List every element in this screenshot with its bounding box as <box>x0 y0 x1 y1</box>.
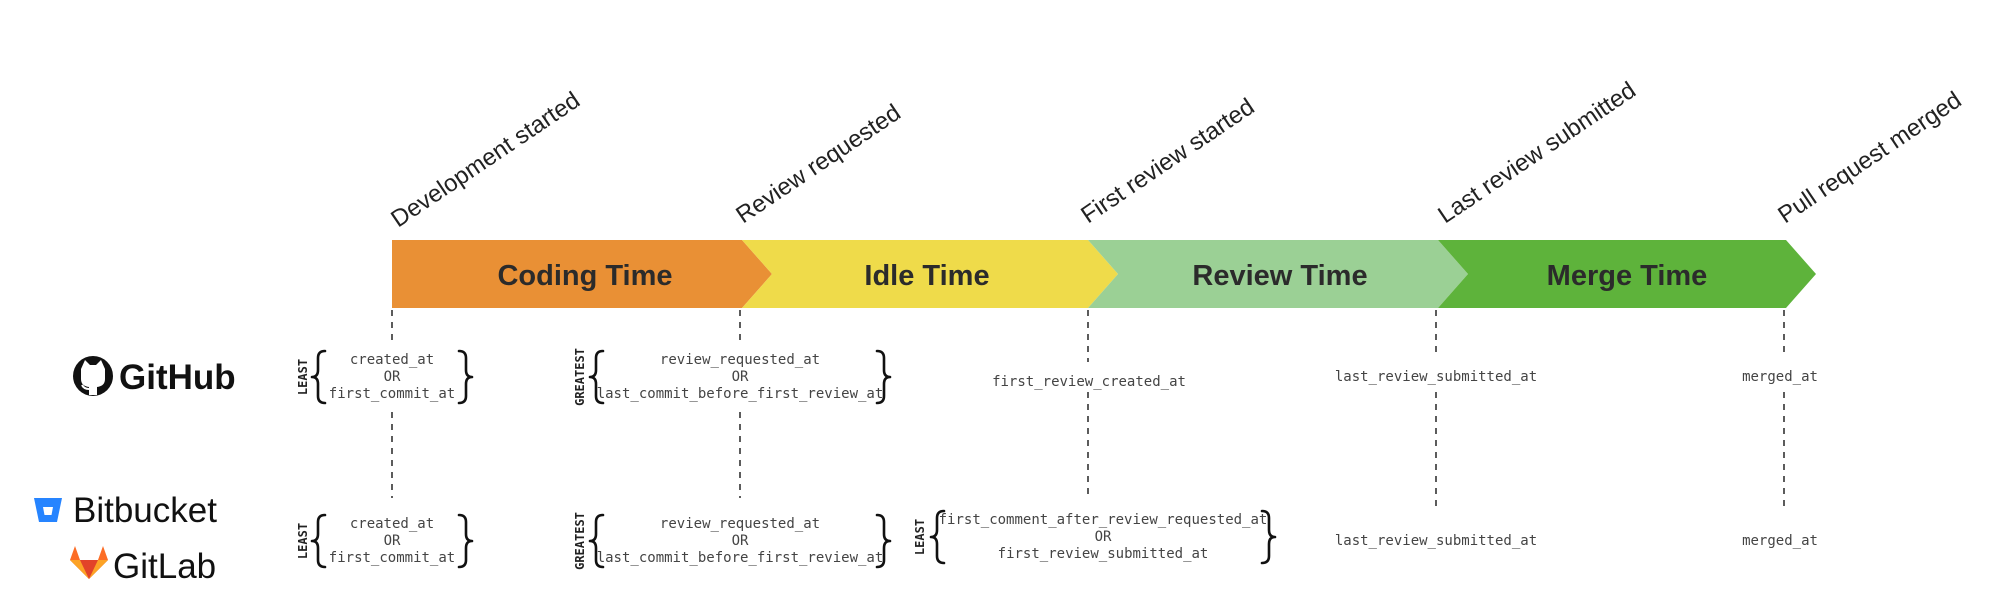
bitbucket-wordmark: Bitbucket <box>73 491 217 530</box>
milestone-labels: Development started Review requested Fir… <box>386 77 1966 233</box>
milestone-development-started: Development started <box>386 87 585 233</box>
github-dev-started-field-1: created_at <box>350 352 434 368</box>
bbgl-review-requested-or: OR <box>732 533 749 549</box>
github-logo: GitHub <box>73 356 236 397</box>
bbgl-dev-started-function: LEAST <box>296 523 310 559</box>
bbgl-merged-field: merged_at <box>1742 533 1818 549</box>
github-dev-started-function: LEAST <box>296 359 310 395</box>
bitbucket-gitlab-row: LEAST created_at OR first_commit_at GREA… <box>296 509 1818 570</box>
brace-open <box>588 349 605 405</box>
github-last-review-field: last_review_submitted_at <box>1335 369 1537 385</box>
phase-coding-time <box>392 240 772 308</box>
brace-open <box>310 349 327 405</box>
brace-close <box>1260 509 1277 565</box>
bitbucket-logo: Bitbucket <box>34 491 217 530</box>
phase-label-review-time: Review Time <box>1192 260 1367 292</box>
bbgl-review-requested-function: GREATEST <box>573 512 587 570</box>
brace-close <box>457 349 474 405</box>
github-icon <box>73 356 113 396</box>
brace-close <box>875 513 892 569</box>
github-first-review-field: first_review_created_at <box>992 374 1186 390</box>
github-review-requested-or: OR <box>732 369 749 385</box>
gitlab-logo: GitLab <box>70 546 216 586</box>
milestone-review-requested: Review requested <box>731 99 905 229</box>
phase-label-idle-time: Idle Time <box>864 260 989 292</box>
bbgl-last-review-field: last_review_submitted_at <box>1335 533 1537 549</box>
github-dev-started-field-2: first_commit_at <box>329 386 455 402</box>
phase-merge-time <box>1438 240 1816 308</box>
github-review-requested-field-2: last_commit_before_first_review_at <box>597 386 884 402</box>
bbgl-dev-started-field-2: first_commit_at <box>329 550 455 566</box>
phase-label-coding-time: Coding Time <box>497 260 672 292</box>
brace-open <box>310 513 327 569</box>
bitbucket-icon <box>34 498 62 522</box>
bbgl-dev-started-or: OR <box>384 533 401 549</box>
bbgl-first-review-field-2: first_review_submitted_at <box>998 546 1209 562</box>
github-review-requested-function: GREATEST <box>573 348 587 406</box>
github-dev-started-or: OR <box>384 369 401 385</box>
milestone-pull-request-merged: Pull request merged <box>1773 86 1966 228</box>
brace-open <box>588 513 605 569</box>
github-wordmark: GitHub <box>119 358 236 397</box>
bbgl-dev-started-field-1: created_at <box>350 516 434 532</box>
milestone-last-review-submitted: Last review submitted <box>1433 77 1641 229</box>
milestone-connectors <box>391 310 1785 512</box>
bbgl-review-requested-field-1: review_requested_at <box>660 516 820 532</box>
gitlab-icon <box>70 546 108 579</box>
github-review-requested-field-1: review_requested_at <box>660 352 820 368</box>
gitlab-wordmark: GitLab <box>113 547 216 586</box>
phase-review-time <box>1088 240 1468 308</box>
bbgl-first-review-function: LEAST <box>913 519 927 555</box>
phase-label-merge-time: Merge Time <box>1547 260 1708 292</box>
milestone-first-review-started: First review started <box>1076 93 1259 229</box>
brace-close <box>875 349 892 405</box>
bbgl-review-requested-field-2: last_commit_before_first_review_at <box>597 550 884 566</box>
phase-bar: Coding Time Idle Time Review Time Merge … <box>392 240 1816 308</box>
github-merged-field: merged_at <box>1742 369 1818 385</box>
brace-close <box>457 513 474 569</box>
bbgl-first-review-field-1: first_comment_after_review_requested_at <box>939 512 1268 528</box>
phase-idle-time <box>742 240 1118 308</box>
github-row: LEAST created_at OR first_commit_at GREA… <box>296 348 1818 406</box>
brace-open <box>929 509 946 565</box>
bbgl-first-review-or: OR <box>1095 529 1112 545</box>
